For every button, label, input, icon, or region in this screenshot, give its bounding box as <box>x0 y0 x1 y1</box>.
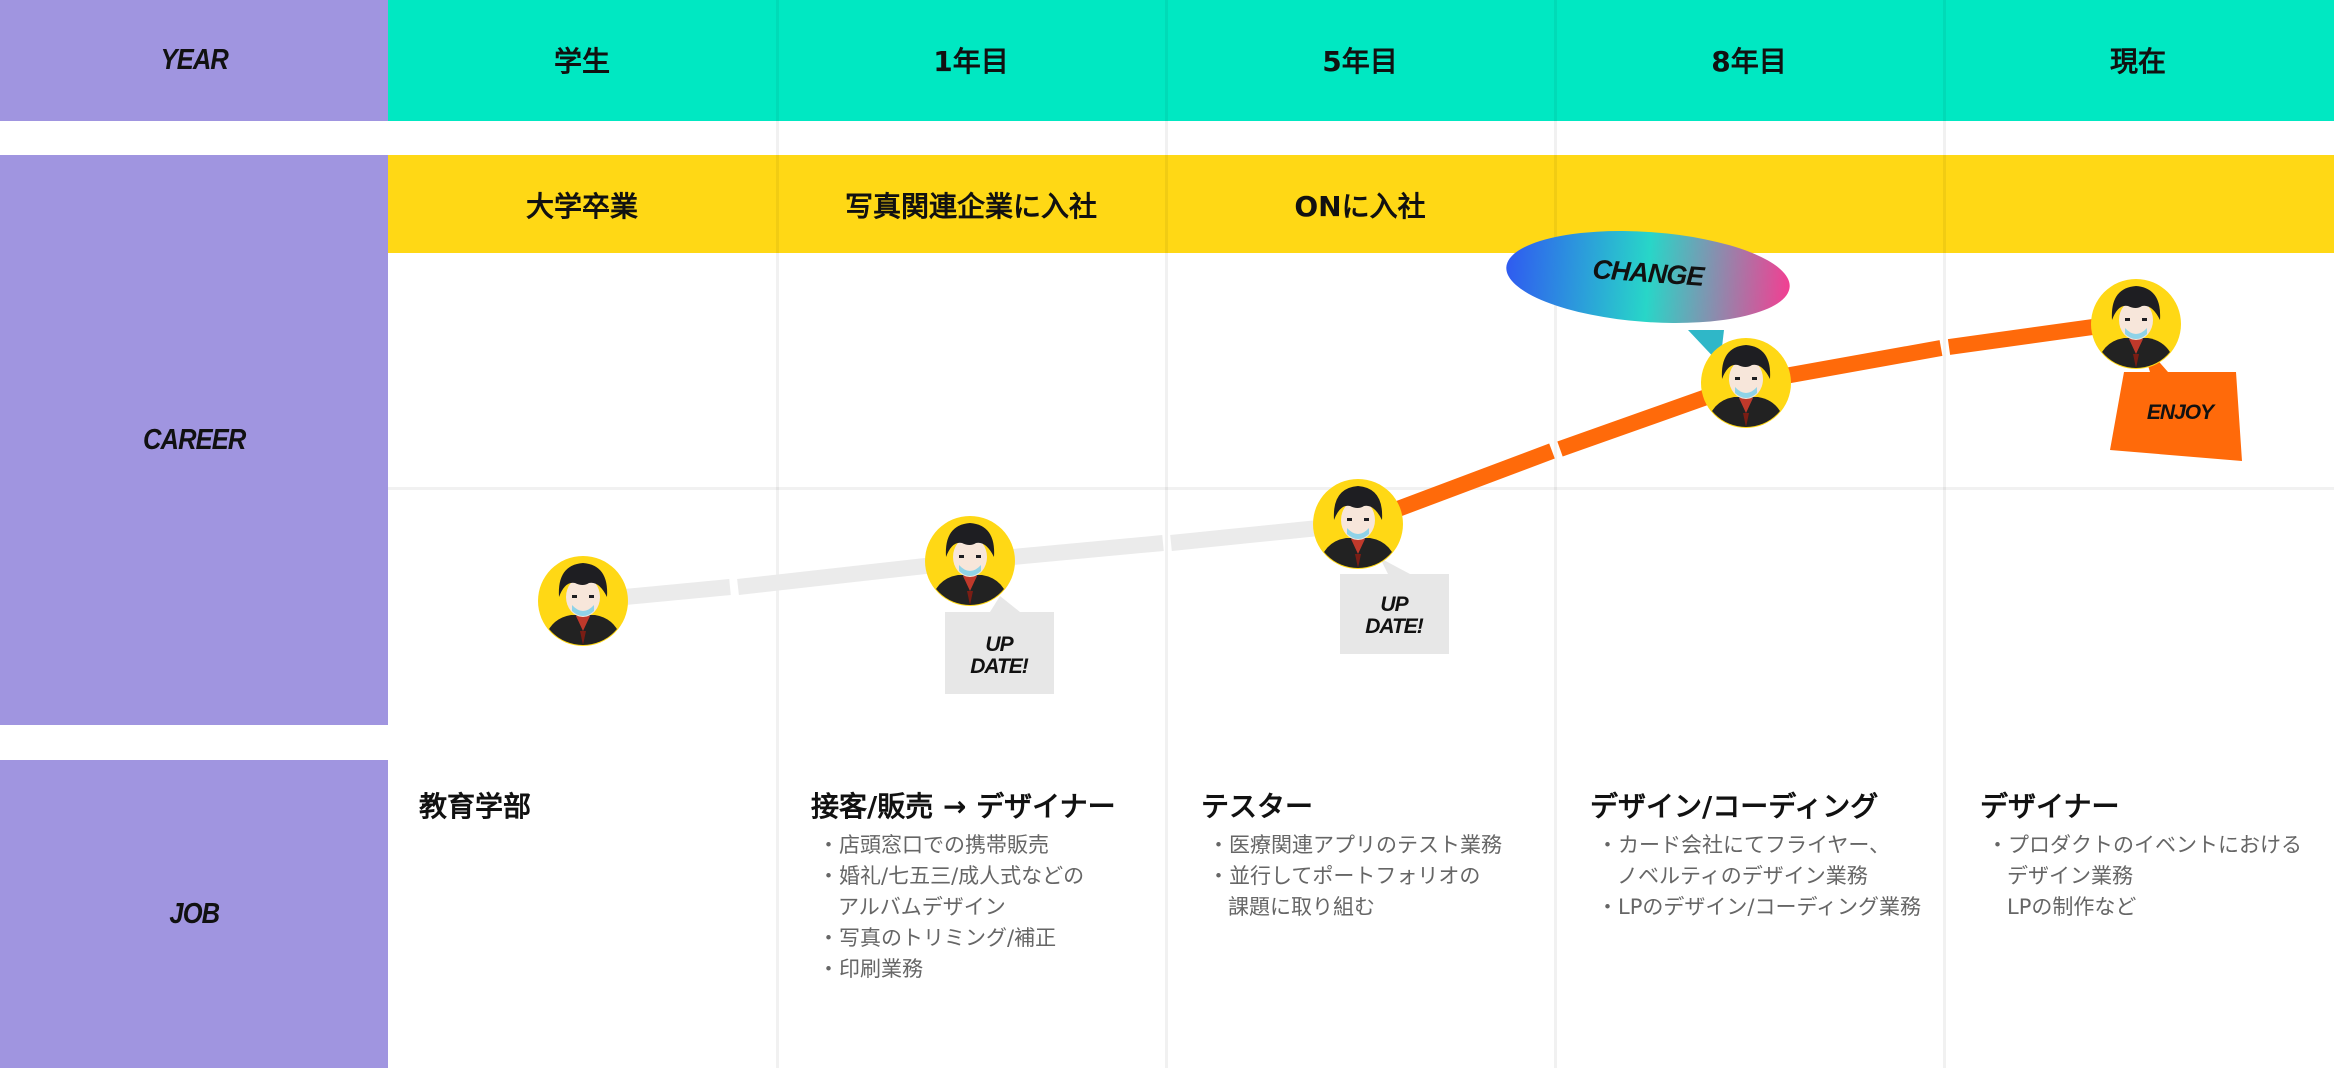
year-heading-4: 現在 <box>2109 45 2166 78</box>
list-item: 並行してポートフォリオの <box>1208 861 1502 892</box>
job-title-1: 接客/販売 → デザイナー <box>811 790 1116 823</box>
job-list-2: 医療関連アプリのテスト業務 並行してポートフォリオの 課題に取り組む <box>1208 830 1502 923</box>
avatar-face-icon <box>925 516 1015 607</box>
update-badge-2-shape <box>1340 558 1449 654</box>
list-item: 医療関連アプリのテスト業務 <box>1208 830 1502 861</box>
column-divider <box>1943 0 1946 1068</box>
avatar-face-icon <box>538 556 628 647</box>
job-list-3: カード会社にてフライヤー、 ノベルティのデザイン業務 LPのデザイン/コーディン… <box>1597 830 1921 923</box>
list-item: 店頭窓口での携帯販売 <box>818 830 1084 861</box>
avatar-face-icon <box>1313 479 1403 570</box>
career-label-cell: CAREER <box>0 155 388 725</box>
career-band <box>388 155 2334 253</box>
list-item: デザイン業務 <box>2007 864 2133 888</box>
list-item: アルバムデザイン <box>838 895 1006 919</box>
job-title-0: 教育学部 <box>419 790 532 823</box>
list-item: LPの制作など <box>2007 895 2137 919</box>
job-label-cell: JOB <box>0 760 388 1068</box>
year-heading-3: 8年目 <box>1711 45 1787 78</box>
list-item: 婚礼/七五三/成人式などの <box>818 861 1084 892</box>
enjoy-badge-text: ENJOY <box>2146 401 2214 424</box>
job-title-2: テスター <box>1201 790 1314 823</box>
update-badge-1-shape <box>945 596 1054 694</box>
job-list-1: 店頭窓口での携帯販売 婚礼/七五三/成人式などの アルバムデザイン 写真のトリミ… <box>818 830 1084 985</box>
avatar-face-icon <box>2091 279 2181 370</box>
career-event-2: ONに入社 <box>1294 190 1426 223</box>
year-heading-2: 5年目 <box>1322 45 1398 78</box>
list-item: 写真のトリミング/補正 <box>818 923 1084 954</box>
column-divider <box>1554 0 1557 1068</box>
list-item: LPのデザイン/コーディング業務 <box>1597 892 1921 923</box>
column-divider <box>1165 0 1168 1068</box>
year-heading-1: 1年目 <box>933 45 1009 78</box>
career-event-0: 大学卒業 <box>525 190 638 223</box>
list-item: プロダクトのイベントにおける <box>1987 830 2302 861</box>
year-label: YEAR <box>160 44 228 76</box>
job-title-4: デザイナー <box>1980 790 2120 823</box>
list-item: ノベルティのデザイン業務 <box>1617 864 1868 888</box>
avatar-face-icon <box>1701 338 1791 429</box>
year-label-cell: YEAR <box>0 0 388 121</box>
career-label: CAREER <box>142 423 246 456</box>
career-event-1: 写真関連企業に入社 <box>844 190 1097 223</box>
job-title-3: デザイン/コーディング <box>1590 790 1879 823</box>
job-label: JOB <box>169 897 220 930</box>
list-item: 課題に取り組む <box>1228 895 1375 919</box>
list-item: 印刷業務 <box>818 954 1084 985</box>
enjoy-badge-shape <box>2110 340 2242 461</box>
year-band <box>388 0 2334 121</box>
change-badge-shape <box>1506 231 1790 323</box>
job-list-4: プロダクトのイベントにおける デザイン業務 LPの制作など <box>1987 830 2302 923</box>
year-heading-0: 学生 <box>553 45 610 78</box>
list-item: カード会社にてフライヤー、 <box>1597 830 1921 861</box>
column-divider <box>776 0 779 1068</box>
